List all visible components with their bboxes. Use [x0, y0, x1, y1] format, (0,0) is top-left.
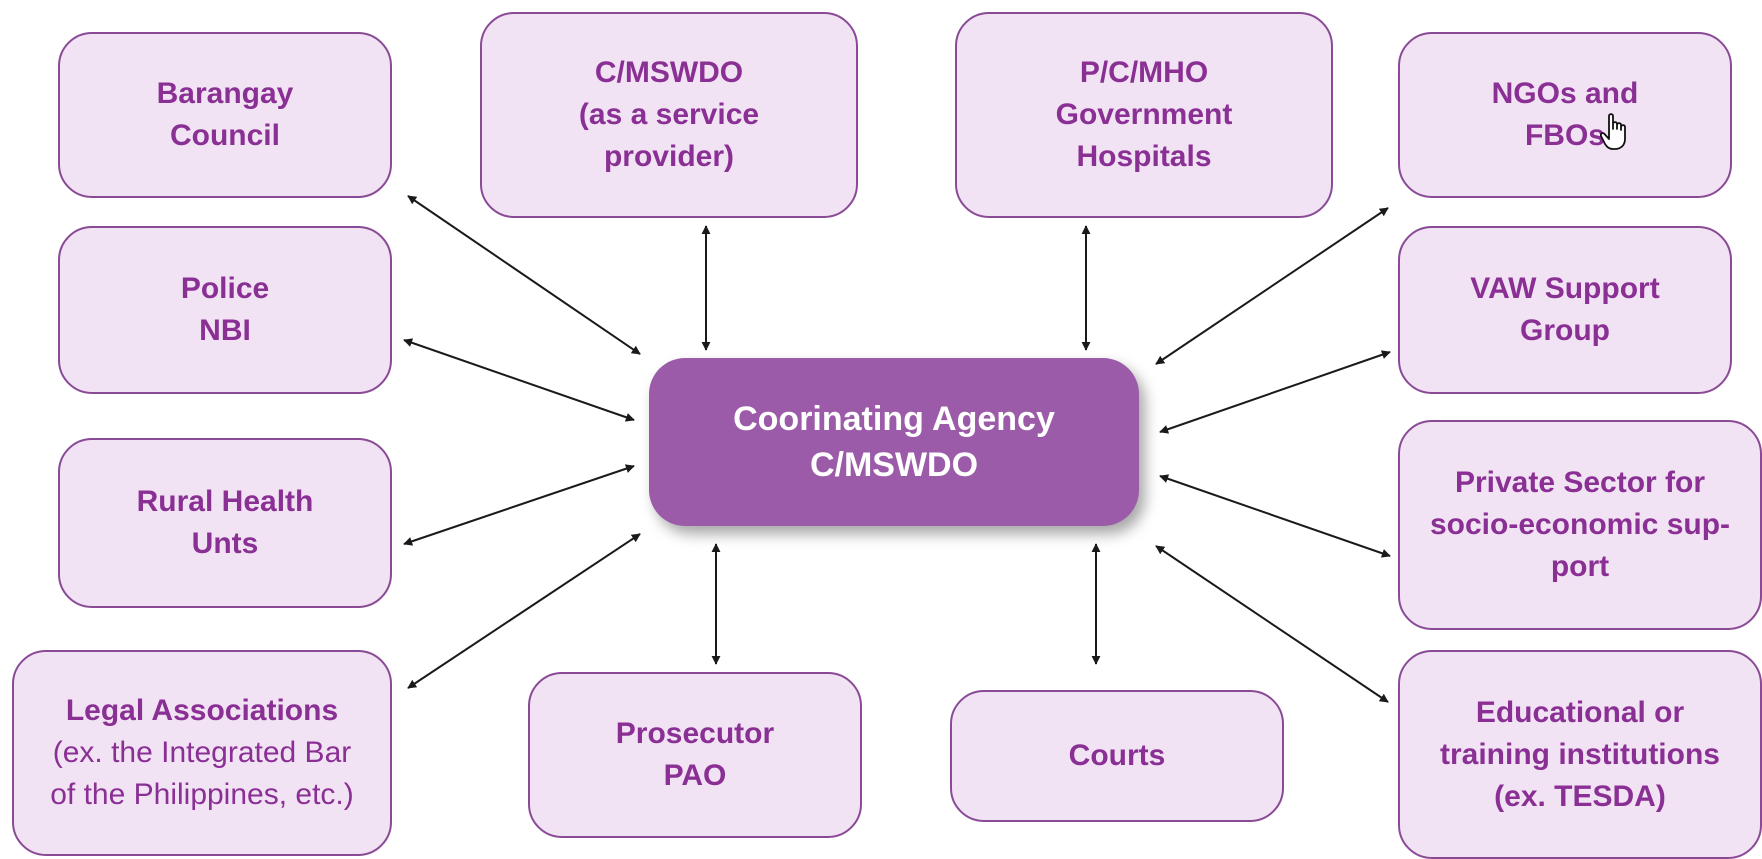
node-police-nbi: Police NBI — [58, 226, 392, 394]
node-pcmho-hospitals: P/C/MHO Government Hospitals — [955, 12, 1333, 218]
node-ngos-fbos: NGOs and FBOs — [1398, 32, 1732, 198]
arrow-legal — [407, 533, 641, 689]
node-courts: Courts — [950, 690, 1284, 822]
node-label: Courts — [1068, 739, 1166, 772]
node-label: Rural Health Unts — [136, 485, 314, 560]
node-label: P/C/MHO Government Hospitals — [1055, 56, 1233, 173]
node-cmswdo-service-provider: C/MSWDO (as a service provider) — [480, 12, 858, 218]
node-prosecutor-pao: Prosecutor PAO — [528, 672, 862, 838]
node-label: Barangay Council — [156, 77, 294, 152]
node-label: NGOs and FBOs — [1491, 77, 1639, 152]
arrow-vaw — [1159, 350, 1391, 434]
node-private-sector: Private Sector for socio-economic sup- p… — [1398, 420, 1762, 630]
arrow-ngos — [1155, 207, 1389, 365]
arrow-educational — [1155, 545, 1389, 703]
arrow-barangay — [407, 195, 641, 355]
node-coordinating-agency: Coorinating Agency C/MSWDO — [649, 358, 1139, 526]
arrow-private — [1159, 474, 1391, 558]
hand-pointer-icon — [1600, 113, 1626, 150]
node-label: VAW Support Group — [1470, 272, 1660, 347]
node-label: C/MSWDO (as a service provider) — [578, 56, 760, 173]
node-vaw-support-group: VAW Support Group — [1398, 226, 1732, 394]
arrow-police — [403, 338, 635, 422]
node-label: Police NBI — [180, 272, 270, 347]
node-label: Educational or training institutions (ex… — [1440, 695, 1720, 813]
node-label: Private Sector for socio-economic sup- p… — [1429, 466, 1731, 583]
node-sublabel: (ex. the Integrated Bar of the Philippin… — [50, 736, 354, 811]
node-barangay-council: Barangay Council — [58, 32, 392, 198]
node-label: Legal Associations — [65, 694, 339, 727]
arrow-rural — [403, 464, 635, 546]
node-legal-associations: Legal Associations (ex. the Integrated B… — [12, 650, 392, 856]
node-label: Prosecutor PAO — [615, 717, 775, 792]
center-label: Coorinating Agency C/MSWDO — [733, 400, 1055, 484]
node-educational-institutions: Educational or training institutions (ex… — [1398, 650, 1762, 859]
node-rural-health-units: Rural Health Unts — [58, 438, 392, 608]
